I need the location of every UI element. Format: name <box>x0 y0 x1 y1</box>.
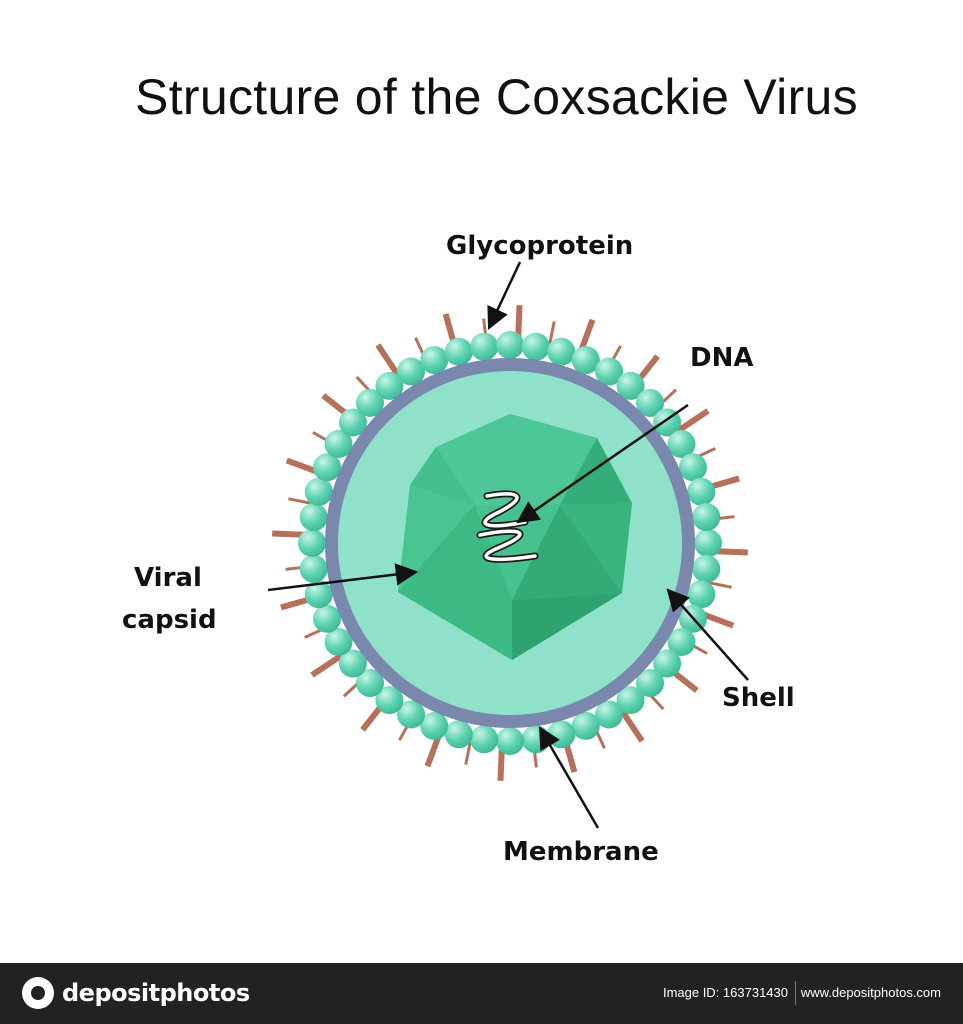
membrane-bead <box>678 453 707 482</box>
membrane-bead <box>653 649 682 678</box>
membrane-bead <box>547 720 576 749</box>
glycoprotein-label: Glycoprotein <box>446 231 634 261</box>
membrane-bead <box>299 554 328 583</box>
membrane-bead <box>313 453 342 482</box>
membrane-bead <box>496 331 524 359</box>
membrane-bead <box>444 337 473 366</box>
glycoprotein-spike <box>288 497 315 506</box>
viral-capsid-label-line1: Viral <box>134 563 202 593</box>
membrane-bead <box>595 357 623 386</box>
footer-divider <box>795 981 796 1005</box>
membrane-bead <box>571 346 600 375</box>
membrane-bead <box>397 357 425 386</box>
dna-strand <box>476 490 539 563</box>
membrane-bead <box>355 388 384 417</box>
membrane-bead <box>667 628 696 656</box>
membrane-bead <box>571 711 600 740</box>
membrane-bead <box>692 503 721 532</box>
membrane-bead <box>470 725 499 754</box>
membrane-bead <box>375 371 404 400</box>
membrane-bead <box>324 628 353 656</box>
footer-site-url[interactable]: www.depositphotos.com <box>800 985 941 1000</box>
membrane-bead <box>313 604 342 633</box>
glycoprotein-spike <box>464 738 473 765</box>
glycoprotein-spike <box>618 707 645 743</box>
membrane-bead <box>470 332 499 361</box>
glycoprotein-spike <box>705 580 732 589</box>
membrane-bead <box>338 408 367 437</box>
membrane-bead <box>687 580 716 609</box>
membrane-bead <box>616 686 645 715</box>
membrane-bead <box>694 529 722 557</box>
membrane-bead <box>299 503 328 532</box>
membrane-bead <box>547 337 576 366</box>
membrane-bead <box>667 430 696 458</box>
membrane-bead <box>636 669 665 698</box>
membrane-bead <box>636 388 665 417</box>
membrane-bead <box>616 371 645 400</box>
glycoprotein-leader <box>487 261 522 331</box>
footer-logo-text[interactable]: depositphotos <box>62 979 250 1007</box>
membrane-bead <box>324 430 353 458</box>
glycoprotein-spike <box>310 651 346 678</box>
membrane-label: Membrane <box>503 837 659 867</box>
membrane-bead <box>496 727 524 755</box>
footer-image-id: Image ID: 163731430 <box>662 985 788 1000</box>
membrane-bead <box>338 649 367 678</box>
diagram-title: Structure of the Coxsackie Virus <box>135 69 858 125</box>
membrane-bead <box>687 477 716 506</box>
membrane-bead <box>420 346 449 375</box>
shell-label: Shell <box>722 683 795 713</box>
membrane-bead <box>444 720 473 749</box>
dna-leader <box>516 403 689 524</box>
membrane-leader <box>538 726 600 829</box>
depositphotos-logo-icon <box>22 977 54 1009</box>
membrane-bead <box>298 529 326 557</box>
footer-bar: depositphotos Image ID: 163731430 www.de… <box>0 963 963 1024</box>
membrane-bead <box>595 700 623 729</box>
membrane-bead <box>397 700 425 729</box>
membrane-bead <box>375 686 404 715</box>
shell-leader <box>666 588 749 681</box>
membrane-bead <box>420 711 449 740</box>
membrane-bead <box>521 332 550 361</box>
virus-diagram <box>267 261 749 829</box>
membrane-bead <box>304 477 333 506</box>
glycoprotein-spike <box>547 321 556 348</box>
membrane-bead <box>304 580 333 609</box>
membrane-bead <box>355 669 384 698</box>
glycoprotein-spike <box>674 408 710 435</box>
viral-capsid-label-line2: capsid <box>122 605 217 635</box>
glycoprotein-spike <box>375 343 402 379</box>
membrane-bead <box>692 554 721 583</box>
viral-capsid-leader <box>267 563 419 592</box>
dna-label: DNA <box>690 343 754 373</box>
